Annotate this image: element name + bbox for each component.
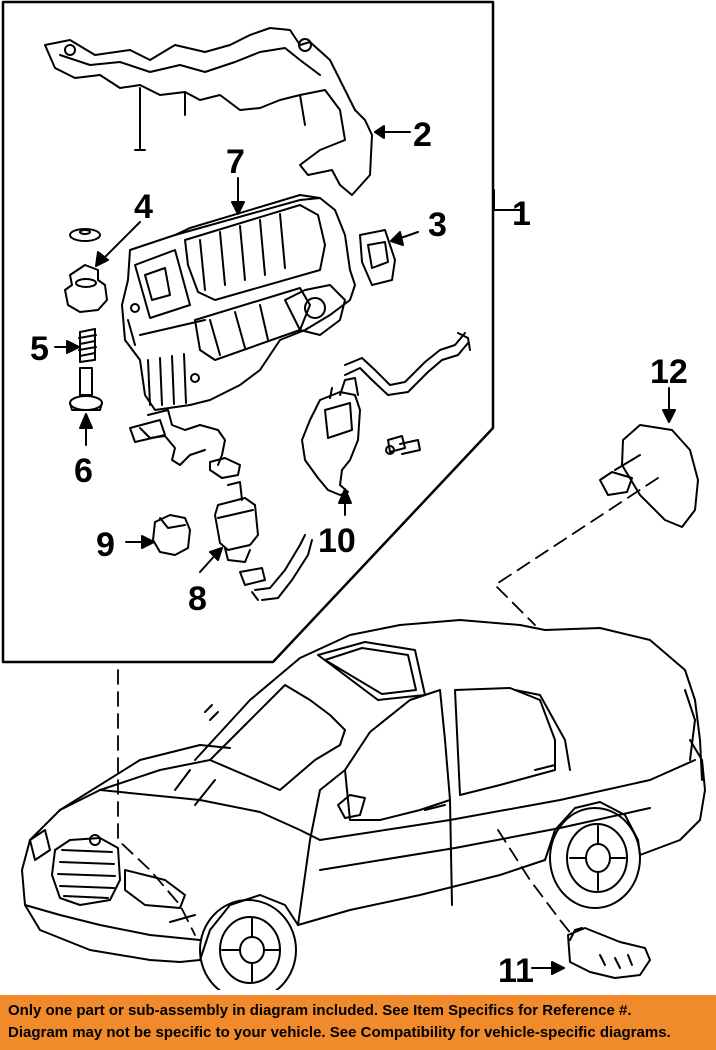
part-fuse-holder <box>359 229 396 286</box>
part-sensor <box>152 514 191 556</box>
part-bushing <box>69 367 103 411</box>
callout-11: 11 <box>498 952 534 990</box>
part-bracket <box>44 27 373 196</box>
callout-6: 6 <box>74 452 93 490</box>
callout-4: 4 <box>134 188 153 226</box>
callout-9: 9 <box>96 526 115 564</box>
callout-12: 12 <box>650 353 688 391</box>
callout-8: 8 <box>188 580 207 618</box>
callout-10: 10 <box>318 522 356 560</box>
vehicle-illustration <box>21 619 706 990</box>
callout-1: 1 <box>512 195 531 233</box>
callout-3: 3 <box>428 206 447 244</box>
part-connector <box>567 927 651 979</box>
disclaimer-banner: Only one part or sub-assembly in diagram… <box>0 995 716 1050</box>
callout-2: 2 <box>413 116 432 154</box>
parts-diagram: 1 2 3 4 5 6 7 8 9 10 11 12 <box>1 0 706 990</box>
part-air-line <box>344 332 471 396</box>
part-spring <box>78 328 97 363</box>
part-compressor <box>121 194 356 411</box>
part-dryer <box>214 481 313 601</box>
callout-7: 7 <box>226 143 245 181</box>
part-cover <box>599 424 699 528</box>
part-harness <box>129 409 241 479</box>
disclaimer-line-2: Diagram may not be specific to your vehi… <box>8 1024 671 1041</box>
leader-lines <box>54 125 676 975</box>
part-valve-block <box>301 377 421 496</box>
part-mount <box>64 228 108 313</box>
dashed-leaders <box>117 477 659 936</box>
assembly-frame <box>1 0 495 664</box>
callout-5: 5 <box>30 330 49 368</box>
disclaimer-line-1: Only one part or sub-assembly in diagram… <box>8 1002 632 1019</box>
